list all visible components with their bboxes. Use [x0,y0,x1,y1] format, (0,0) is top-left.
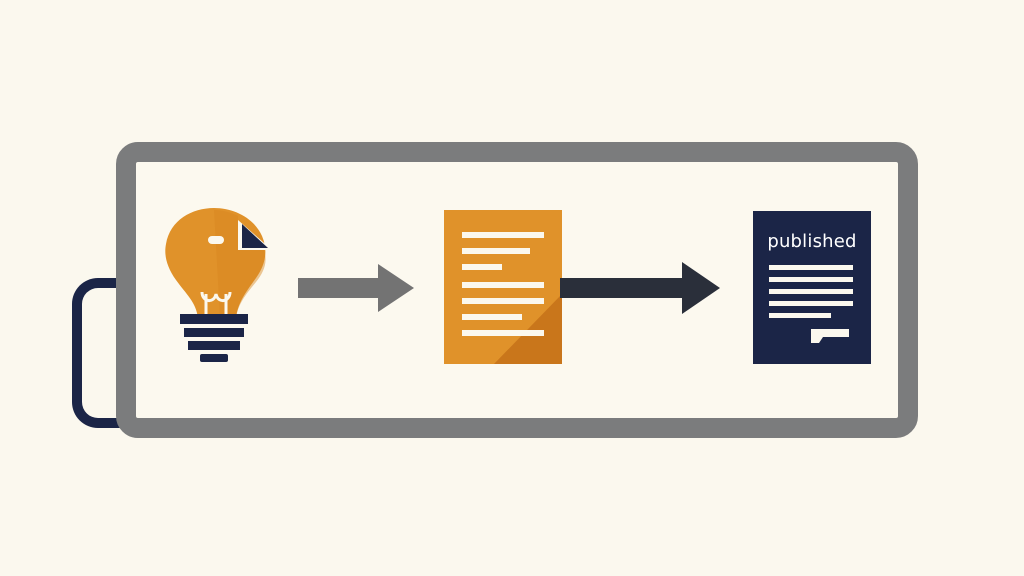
arrow-right-icon [298,264,414,312]
published-document-icon [753,211,871,364]
arrow-right-icon [560,262,720,314]
lightbulb-icon [165,208,272,362]
frame-side-handle [72,278,132,428]
draft-document-icon [444,210,562,364]
published-label: published [767,231,857,252]
